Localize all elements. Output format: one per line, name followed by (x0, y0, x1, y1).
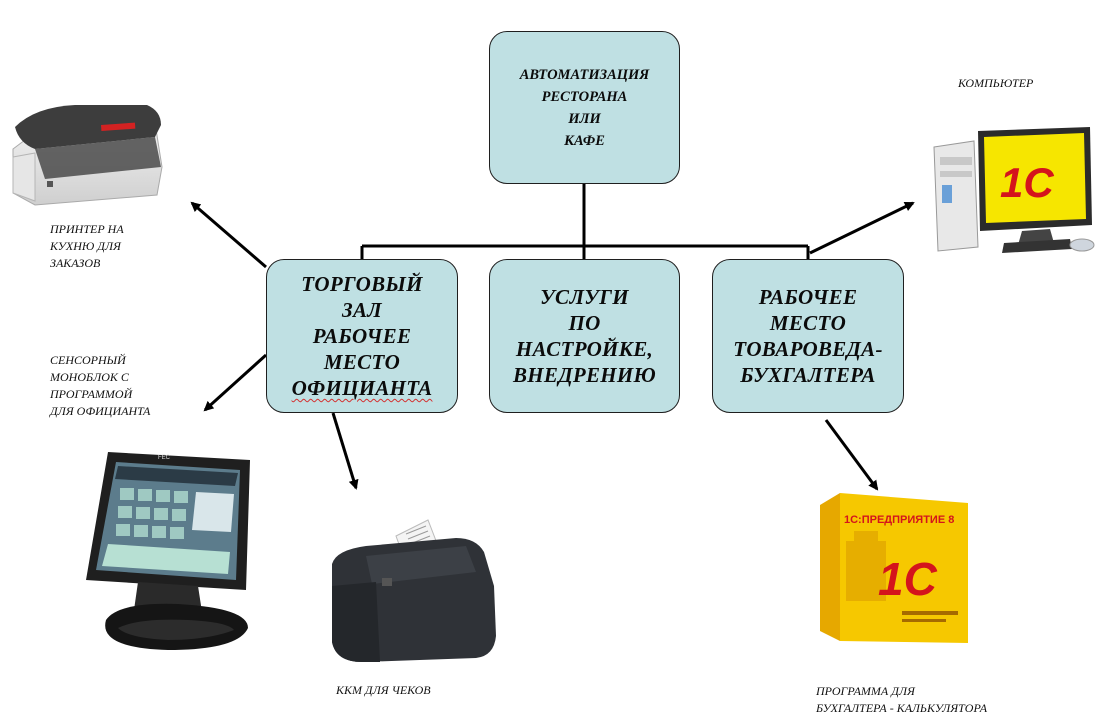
svg-text:1С:ПРЕДПРИЯТИЕ 8: 1С:ПРЕДПРИЯТИЕ 8 (844, 514, 954, 526)
label-touch-monoblock: СЕНСОРНЫЙ МОНОБЛОК С ПРОГРАММОЙ ДЛЯ ОФИЦ… (50, 353, 151, 418)
box-sales-hall-last-word: ОФИЦИАНТА (291, 376, 433, 400)
svg-text:FEC: FEC (158, 455, 171, 461)
box-merchandiser-text: РАБОЧЕЕ МЕСТО ТОВАРОВЕДА- БУХГАЛТЕРА (733, 285, 883, 387)
box-services: УСЛУГИ ПО НАСТРОЙКЕ, ВНЕДРЕНИЮ (489, 259, 680, 413)
label-kitchen-printer: ПРИНТЕР НА КУХНЮ ДЛЯ ЗАКАЗОВ (50, 222, 124, 270)
computer-icon: 1С (930, 127, 1098, 255)
root-box-text: АВТОМАТИЗАЦИЯ РЕСТОРАНА ИЛИ КАФЕ (519, 66, 650, 149)
box-sales-hall-text: ТОРГОВЫЙ ЗАЛ РАБОЧЕЕ МЕСТО (301, 272, 423, 374)
box-services-text: УСЛУГИ ПО НАСТРОЙКЕ, ВНЕДРЕНИЮ (512, 285, 657, 387)
tree-connectors (360, 184, 810, 259)
root-box-automation: АВТОМАТИЗАЦИЯ РЕСТОРАНА ИЛИ КАФЕ (489, 31, 680, 184)
kitchen-printer-icon (5, 97, 167, 209)
touch-monoblock-icon: FEC (78, 452, 254, 652)
svg-text:1С: 1С (1000, 159, 1054, 206)
arrow-to-printer (190, 201, 267, 269)
arrow-to-computer (809, 201, 915, 255)
label-kkm: ККМ ДЛЯ ЧЕКОВ (336, 683, 431, 697)
label-accounting-program: ПРОГРАММА ДЛЯ БУХГАЛТЕРА - КАЛЬКУЛЯТОРА (816, 684, 988, 715)
box-merchandiser-accountant: РАБОЧЕЕ МЕСТО ТОВАРОВЕДА- БУХГАЛТЕРА (712, 259, 904, 413)
label-computer: КОМПЬЮТЕР (958, 76, 1034, 90)
software-box-icon: 1С:ПРЕДПРИЯТИЕ 8 1С (818, 491, 970, 643)
svg-text:1С: 1С (878, 553, 938, 605)
arrow-to-monoblock (203, 353, 268, 412)
arrow-to-kkm (331, 412, 359, 490)
arrow-to-program (824, 419, 879, 491)
receipt-printer-icon (326, 516, 498, 662)
box-sales-hall: ТОРГОВЫЙ ЗАЛ РАБОЧЕЕ МЕСТО ОФИЦИАНТА (266, 259, 458, 413)
